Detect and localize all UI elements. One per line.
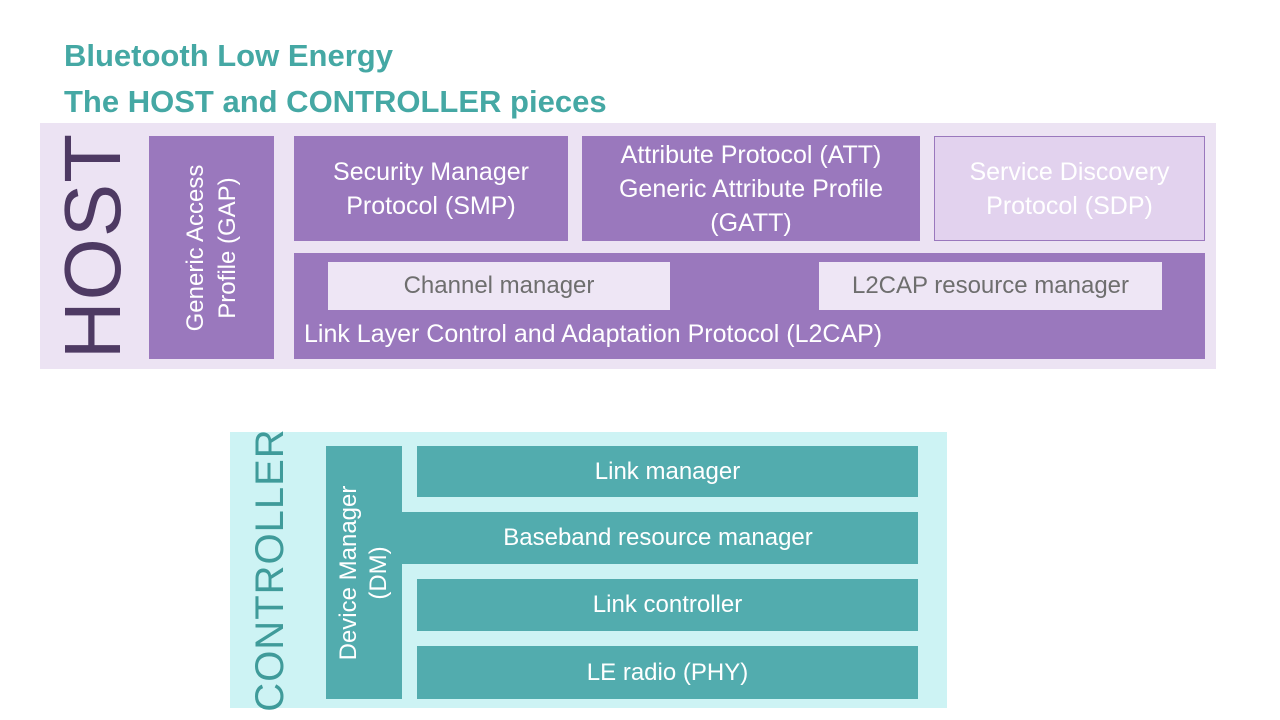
device-manager-block: Device Manager (DM) [326,446,402,699]
gap-label-line-1: Generic Access [181,164,209,331]
device-manager-label: Device Manager (DM) [334,485,394,660]
sdp-label-line-1: Service Discovery [969,157,1170,186]
title-line-2: The HOST and CONTROLLER pieces [64,84,607,119]
att-label-line-3: (GATT) [710,208,792,237]
l2cap-block: Channel manager L2CAP resource manager L… [294,253,1205,359]
link-manager-block: Link manager [417,446,918,497]
gap-block: Generic Access Profile (GAP) [149,136,274,359]
sdp-block: Service Discovery Protocol (SDP) [934,136,1205,241]
att-label-line-2: Generic Attribute Profile [618,174,883,203]
host-label-area: HOST [48,123,138,369]
att-gatt-block: Attribute Protocol (ATT) Generic Attribu… [582,136,920,241]
l2cap-resource-manager-block: L2CAP resource manager [819,262,1162,310]
link-controller-block: Link controller [417,579,918,631]
device-manager-line-2: (DM) [365,545,392,600]
l2cap-label: Link Layer Control and Adaptation Protoc… [304,320,883,348]
controller-label: CONTROLLER [248,428,292,712]
smp-label-line-2: Protocol (SMP) [346,191,516,220]
smp-label-line-1: Security Manager [333,157,529,186]
baseband-resource-manager-block: Baseband resource manager [398,512,918,564]
le-radio-block: LE radio (PHY) [417,646,918,699]
gap-label-line-2: Profile (GAP) [213,176,241,319]
title-line-1: Bluetooth Low Energy [64,38,393,73]
host-label: HOST [48,132,137,360]
att-label-line-1: Attribute Protocol (ATT) [620,140,882,169]
sdp-label-line-2: Protocol (SDP) [986,191,1153,220]
smp-block: Security Manager Protocol (SMP) [294,136,568,241]
device-manager-line-1: Device Manager [335,485,362,660]
controller-label-area: CONTROLLER [232,428,308,711]
channel-manager-block: Channel manager [328,262,670,310]
gap-label: Generic Access Profile (GAP) [180,164,244,331]
